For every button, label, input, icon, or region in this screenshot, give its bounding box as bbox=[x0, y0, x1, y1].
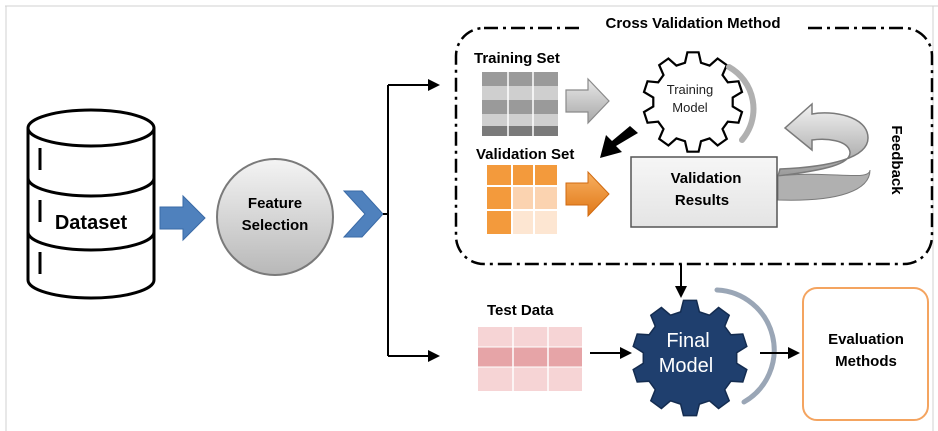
validation-results-label-line2: Results bbox=[675, 192, 729, 209]
validation-set-label: Validation Set bbox=[476, 146, 574, 163]
training-model-label-line1: Training bbox=[667, 82, 713, 97]
training-to-model-arrow bbox=[565, 77, 610, 125]
cv-title-backdrop bbox=[584, 12, 806, 34]
branch-connector bbox=[383, 84, 432, 357]
final-model-label-line1: Final bbox=[666, 330, 709, 352]
evaluation-methods-label-line1: Evaluation bbox=[828, 331, 904, 348]
validation-set-table bbox=[487, 165, 557, 234]
feedback-label: Feedback bbox=[888, 125, 905, 195]
dataset-label: Dataset bbox=[55, 212, 128, 234]
final-to-evaluation-arrowhead bbox=[788, 347, 800, 359]
training-model-label-line2: Model bbox=[672, 100, 708, 115]
arrowhead-to-test bbox=[428, 350, 440, 362]
validation-results-box bbox=[630, 156, 778, 228]
validation-to-results-arrow bbox=[565, 170, 610, 218]
training-set-label: Training Set bbox=[474, 50, 560, 67]
cross-validation-title: Cross Validation Method bbox=[605, 15, 780, 32]
test-to-final-arrowhead bbox=[620, 347, 632, 359]
training-set-table bbox=[482, 72, 558, 136]
cv-to-final-arrowhead bbox=[675, 286, 687, 298]
feature-selection-circle bbox=[216, 158, 334, 276]
evaluation-methods-box bbox=[802, 287, 929, 421]
test-data-label: Test Data bbox=[487, 302, 554, 319]
final-model-label-line2: Model bbox=[659, 355, 713, 377]
training-model-gear-icon bbox=[642, 51, 757, 153]
chevron-right-icon bbox=[342, 190, 384, 238]
feedback-curved-arrow bbox=[776, 102, 871, 201]
test-data-table bbox=[478, 327, 582, 391]
feature-selection-label-line1: Feature bbox=[248, 195, 302, 212]
arrowhead-to-cv bbox=[428, 79, 440, 91]
dataset-to-feature-arrow bbox=[159, 194, 206, 242]
model-to-validation-arrow bbox=[600, 126, 638, 158]
dataset-cylinder-icon bbox=[26, 108, 156, 300]
evaluation-methods-label-line2: Methods bbox=[835, 353, 897, 370]
final-model-gear-icon bbox=[632, 287, 777, 417]
feature-selection-label-line2: Selection bbox=[242, 217, 309, 234]
validation-results-label-line1: Validation bbox=[671, 170, 742, 187]
